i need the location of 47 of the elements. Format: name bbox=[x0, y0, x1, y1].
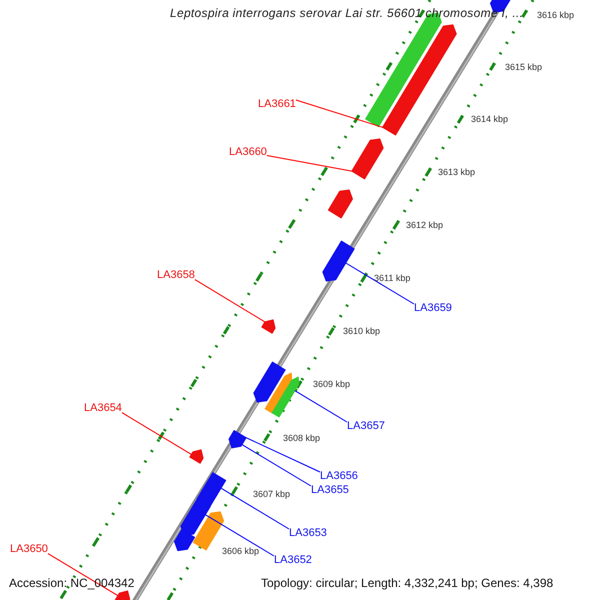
scale-label: 3611 kbp bbox=[374, 273, 410, 284]
leader-line bbox=[220, 488, 290, 530]
scale-label: 3616 kbp bbox=[537, 10, 574, 20]
leader-line bbox=[246, 437, 320, 472]
scale-label: 3610 kbp bbox=[343, 326, 380, 336]
gene-label: LA3654 bbox=[84, 402, 122, 415]
gene-label: LA3650 bbox=[10, 543, 48, 556]
gene-label: LA3652 bbox=[274, 554, 312, 567]
info-text: Topology: circular; Length: 4,332,241 bp; Genes: 4,398 bbox=[261, 577, 554, 591]
leader-line bbox=[121, 412, 192, 455]
gene-label: LA3661 bbox=[258, 98, 296, 111]
gene-segment bbox=[264, 372, 292, 414]
scale-label: 3609 kbp bbox=[313, 379, 350, 390]
leader-line bbox=[294, 390, 348, 422]
scale-label: 3608 kbp bbox=[283, 433, 320, 444]
scale-label: 3613 kbp bbox=[438, 167, 476, 178]
scale-label: 3615 kbp bbox=[505, 62, 542, 72]
gene-segment bbox=[196, 472, 226, 508]
gene-label: LA3656 bbox=[320, 470, 358, 483]
gene-label: LA3658 bbox=[157, 269, 195, 282]
gene-label: LA3659 bbox=[414, 302, 452, 315]
gene-label: LA3660 bbox=[229, 146, 267, 159]
scale-label: 3607 kbp bbox=[253, 489, 290, 500]
scale-label: 3612 kbp bbox=[406, 220, 444, 230]
leader-line bbox=[204, 514, 274, 556]
leader-line bbox=[242, 444, 312, 486]
gene-label: LA3657 bbox=[347, 420, 385, 433]
gene-segment bbox=[382, 24, 457, 136]
scale-label: 3614 kbp bbox=[471, 114, 508, 124]
gene-label: LA3655 bbox=[311, 484, 349, 497]
scale-label: 3606 kbp bbox=[222, 546, 260, 556]
gene-segment bbox=[322, 240, 355, 282]
gene-segment bbox=[351, 138, 384, 180]
leader-line bbox=[194, 279, 266, 322]
leader-line bbox=[345, 262, 414, 304]
gene-segment bbox=[189, 449, 204, 464]
gene-segment bbox=[114, 590, 130, 600]
leader-line bbox=[295, 100, 384, 128]
gene-segment bbox=[328, 190, 353, 218]
gene-segment bbox=[192, 511, 224, 550]
gene-segment bbox=[253, 362, 286, 402]
gene-segment bbox=[272, 376, 300, 418]
leader-line bbox=[266, 155, 352, 172]
gene-segment bbox=[228, 430, 247, 448]
gene-label: LA3653 bbox=[289, 527, 327, 540]
gene-segment bbox=[174, 529, 196, 552]
gene-segment bbox=[261, 319, 276, 334]
